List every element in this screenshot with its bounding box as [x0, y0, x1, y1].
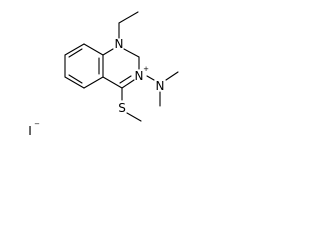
bond-benzene-1: [83, 43, 104, 56]
bond-n3-c4: [121, 79, 135, 89]
benzene-ring: [64, 43, 104, 89]
bond-benzene-inner-1: [68, 48, 83, 58]
atom-iodide-charge: −: [34, 120, 40, 128]
methylthio-group: [121, 87, 142, 122]
atom-n3-charge: +: [143, 65, 149, 73]
molecule-structure: N N + N S I −: [28, 11, 179, 138]
bond-namine-methyl-1: [165, 71, 179, 81]
dimethylamino-group: [146, 71, 179, 107]
bond-n3-namine: [146, 75, 155, 81]
atom-iodide: I: [28, 124, 32, 138]
bond-n3-c4-double: [119, 75, 132, 84]
dihydroquinazoline-ring: [102, 48, 140, 89]
bond-benzene-4: [64, 76, 85, 89]
atom-n3: N: [135, 69, 144, 83]
bond-c8a-n1: [102, 48, 114, 56]
atom-sulfur: S: [118, 101, 126, 115]
bond-n1-c2: [123, 48, 140, 58]
bond-benzene-5: [83, 76, 104, 89]
bond-s-methyl: [126, 112, 142, 122]
bond-benzene-2: [64, 43, 85, 56]
bond-benzene-inner-2: [68, 74, 83, 84]
atom-n1: N: [115, 37, 124, 51]
bond-ethyl: [118, 11, 139, 24]
bond-c4-c4a: [102, 76, 123, 89]
ethyl-group: [118, 11, 139, 39]
atom-n-amine: N: [156, 79, 165, 93]
